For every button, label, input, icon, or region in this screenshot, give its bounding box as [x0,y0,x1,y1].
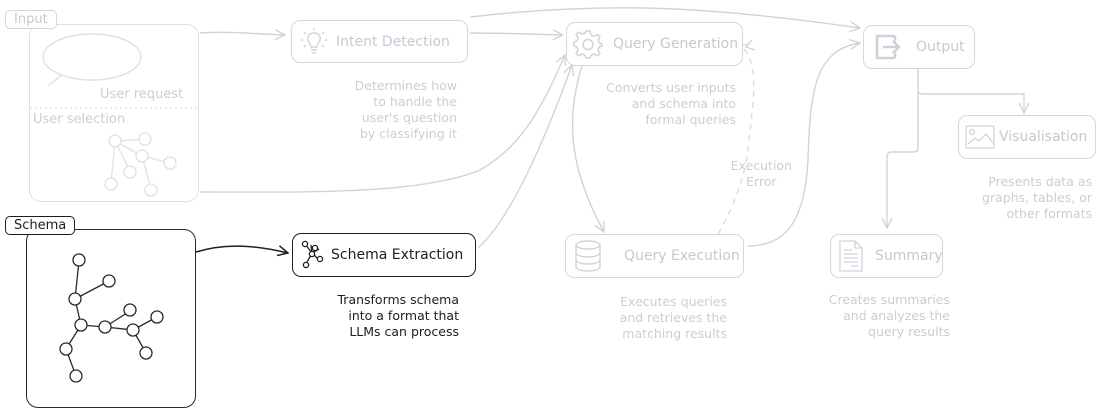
edge-schema-to-schemaext [195,246,288,253]
speech-bubble-icon [42,33,142,87]
schema-group [26,229,196,408]
edge-querygen-to-queryexec [571,65,604,232]
user-selection-label: User selection [33,112,126,127]
edge-input-to-intent [199,32,285,35]
output-node[interactable]: Output [863,25,975,69]
schema-label: Schema [5,216,76,235]
query-generation-title: Query Generation [613,36,739,52]
edge-intent-to-querygen [469,33,563,35]
query-generation-description: Converts user inputs and schema into for… [606,80,736,127]
image-icon [965,125,995,149]
summary-title: Summary [875,248,943,264]
user-request-label: User request [100,87,184,102]
query-generation-node[interactable]: Query Generation [566,22,743,66]
edge-execution-error-arrowhead [744,39,756,51]
visualisation-description: Presents data as graphs, tables, or othe… [982,174,1092,221]
schema-extraction-node[interactable]: Schema Extraction [292,233,476,277]
user-selection-graph-icon [104,132,177,197]
lightbulb-icon [300,27,328,57]
gear-icon [573,29,603,59]
schema-extraction-title: Schema Extraction [331,247,464,263]
schema-graph-icon [59,253,164,383]
execution-error-label: Execution Error [730,158,792,189]
database-icon [574,240,602,272]
input-label: Input [5,10,57,29]
summary-node[interactable]: Summary [830,234,943,278]
output-title: Output [916,39,965,55]
visualisation-node[interactable]: Visualisation [958,115,1096,159]
edge-output-to-summary [887,90,919,228]
query-execution-title: Query Execution [624,248,740,264]
intent-detection-title: Intent Detection [336,33,450,50]
edge-input-to-querygen [199,55,565,193]
input-group [29,24,199,202]
summary-description: Creates summaries and analyzes the query… [828,292,950,339]
graph-nodes-icon [301,240,325,270]
visualisation-title: Visualisation [999,129,1088,145]
document-icon [839,240,863,272]
edge-output-to-visualisation [917,68,1024,113]
edge-intent-to-output [469,7,860,28]
edge-schemaext-to-querygen [477,65,572,249]
intent-detection-node[interactable]: Intent Detection [291,20,468,63]
query-execution-node[interactable]: Query Execution [565,234,744,278]
schema-extraction-description: Transforms schema into a format that LLM… [337,292,460,339]
query-execution-description: Executes queries and retrieves the match… [619,294,727,341]
edge-queryexec-to-output [747,43,860,247]
intent-detection-description: Determines how to handle the user's ques… [354,78,457,141]
exit-arrow-icon [874,33,902,61]
edge-execution-error [717,43,755,235]
